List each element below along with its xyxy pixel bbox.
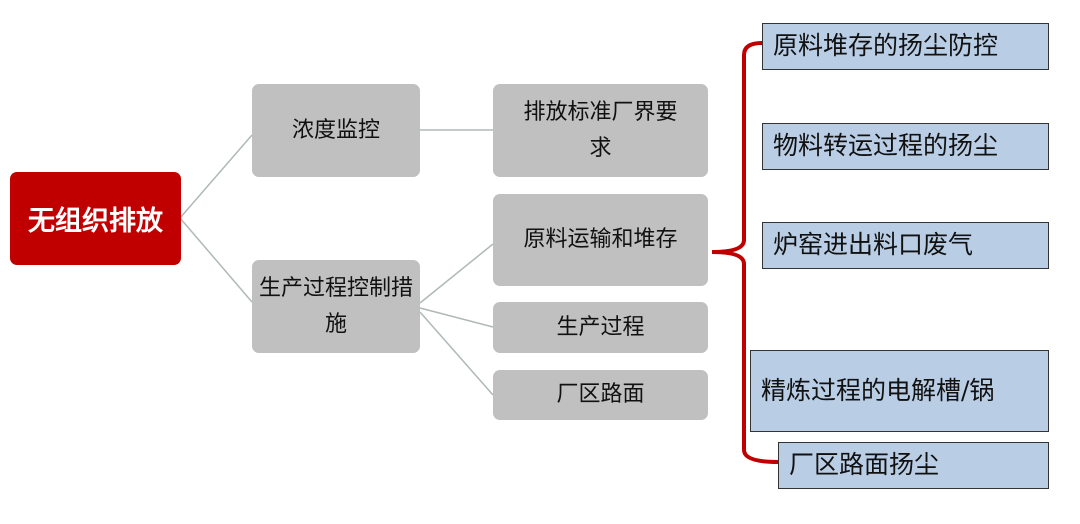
leaf-refining-cell: 精炼过程的电解槽/锅 <box>750 350 1049 432</box>
leaf-storage-dust: 原料堆存的扬尘防控 <box>762 23 1049 70</box>
node-boundary-standard: 排放标准厂界要求 <box>493 84 708 177</box>
leaf-kiln-exhaust: 炉窑进出料口废气 <box>762 222 1049 269</box>
node-process-control: 生产过程控制措施 <box>252 260 420 353</box>
root-node: 无组织排放 <box>10 172 181 265</box>
node-production-process: 生产过程 <box>493 302 708 353</box>
connector-l1b-l2d <box>419 311 494 396</box>
connector-root-l1b <box>179 217 253 303</box>
connector-l1b-l2c <box>419 307 494 328</box>
bracket <box>711 41 779 464</box>
leaf-road-dust: 厂区路面扬尘 <box>778 442 1049 489</box>
connector-root-l1a <box>179 134 253 219</box>
node-material-transport: 原料运输和堆存 <box>493 194 708 286</box>
node-plant-road: 厂区路面 <box>493 370 708 420</box>
node-concentration-monitoring: 浓度监控 <box>252 84 420 177</box>
connector-l1b-l2b <box>419 243 494 304</box>
leaf-transfer-dust: 物料转运过程的扬尘 <box>762 123 1049 170</box>
